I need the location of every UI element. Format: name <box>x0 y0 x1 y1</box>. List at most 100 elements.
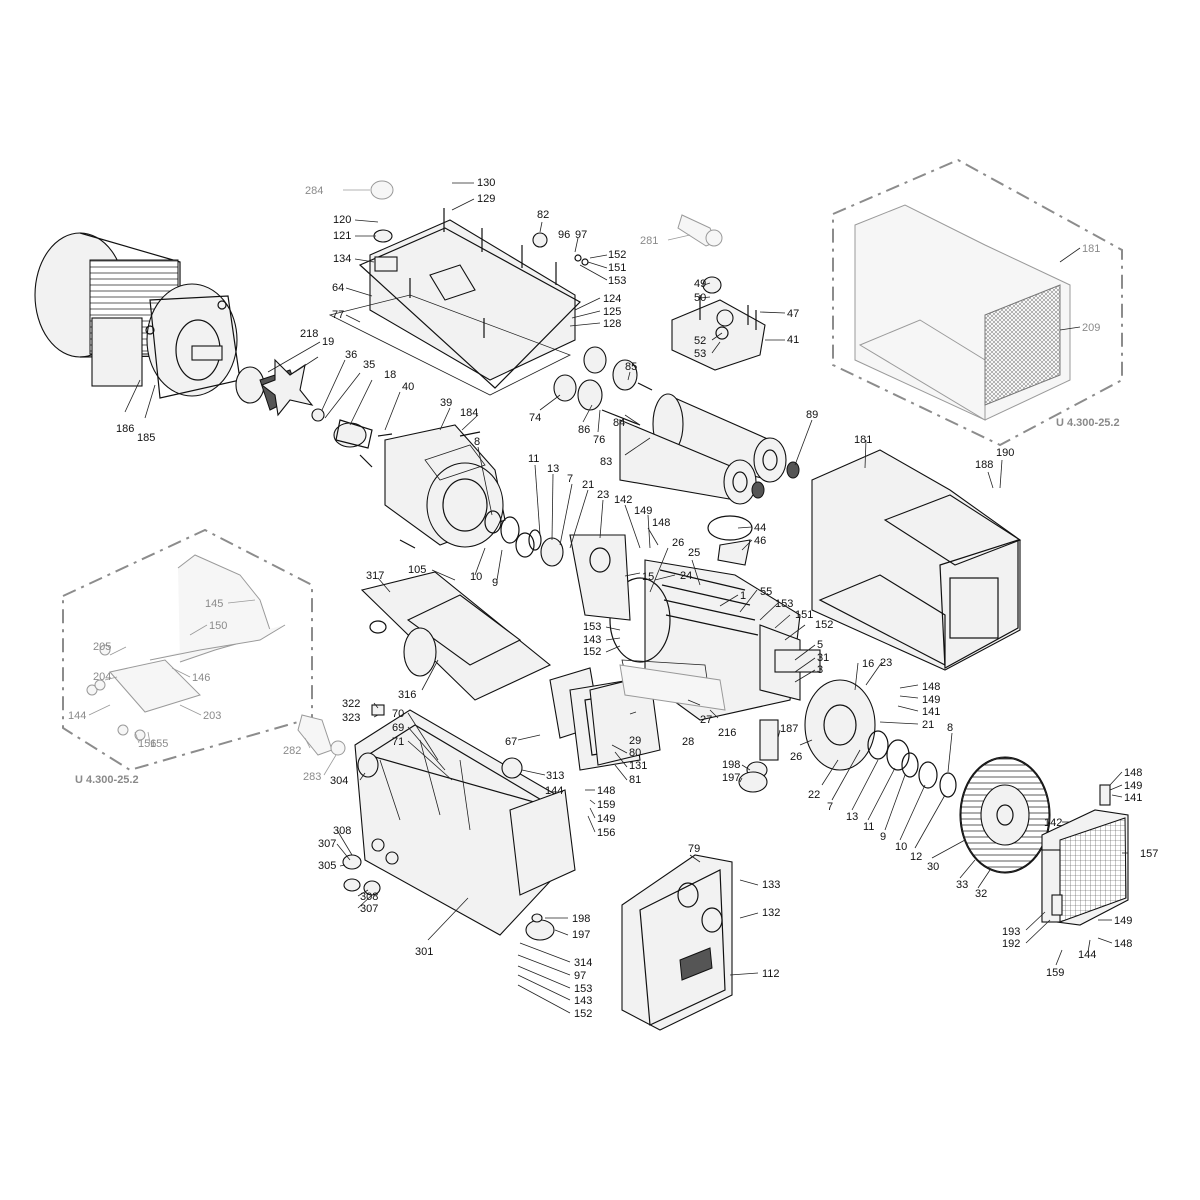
part-label: 198 <box>572 913 590 925</box>
part-label: 143 <box>583 634 601 646</box>
part-label: 13 <box>547 463 559 475</box>
part-label: 313 <box>546 770 564 782</box>
part-label: 216 <box>718 727 736 739</box>
part-label: 71 <box>392 736 404 748</box>
part-label: 145 <box>205 598 223 610</box>
part-label: 9 <box>492 577 498 589</box>
piping-assembly <box>86 554 286 741</box>
part-label: 19 <box>322 336 334 348</box>
part-label: 25 <box>688 547 700 559</box>
part-label: 8 <box>947 722 953 734</box>
part-label: 129 <box>477 193 495 205</box>
part-label: 24 <box>680 570 692 582</box>
part-label: 159 <box>1046 967 1064 979</box>
part-label: 49 <box>694 278 706 290</box>
part-label: 157 <box>1140 848 1158 860</box>
part-label: 96 <box>558 229 570 241</box>
part-label: 141 <box>1124 792 1142 804</box>
part-label: 46 <box>754 535 766 547</box>
part-label: 120 <box>333 214 351 226</box>
part-label: 40 <box>402 381 414 393</box>
top-cover <box>328 180 581 396</box>
part-label: 69 <box>392 722 404 734</box>
part-label: 12 <box>910 851 922 863</box>
part-label: 316 <box>398 689 416 701</box>
side-plates <box>549 664 726 771</box>
relief-valve <box>574 214 723 266</box>
part-label: 152 <box>815 619 833 631</box>
part-label: 148 <box>1114 938 1132 950</box>
part-label: 281 <box>640 235 658 247</box>
coupling-assembly <box>235 358 393 468</box>
part-label: 84 <box>613 417 625 429</box>
part-label: 7 <box>567 473 573 485</box>
part-label: 205 <box>93 641 111 653</box>
part-label: 26 <box>790 751 802 763</box>
part-label: 3 <box>817 664 823 676</box>
reference-upper-right: U 4.300-25.2 <box>1056 417 1120 429</box>
part-label: 304 <box>330 775 348 787</box>
part-label: 23 <box>597 489 609 501</box>
part-label: 149 <box>1124 780 1142 792</box>
part-label: 308 <box>360 891 378 903</box>
part-label: 18 <box>384 369 396 381</box>
part-label: 186 <box>116 423 134 435</box>
part-label: 41 <box>787 334 799 346</box>
part-label: 153 <box>775 598 793 610</box>
part-label: 144 <box>545 785 563 797</box>
reference-frame-enclosure <box>832 158 1123 447</box>
part-label: 77 <box>332 309 344 321</box>
part-label: 150 <box>209 620 227 632</box>
part-label: 144 <box>1078 949 1096 961</box>
part-label: 307 <box>360 903 378 915</box>
part-label: 192 <box>1002 938 1020 950</box>
part-label: 124 <box>603 293 621 305</box>
reference-left: U 4.300-25.2 <box>75 774 139 786</box>
part-label: 305 <box>318 860 336 872</box>
part-label: 141 <box>922 706 940 718</box>
part-label: 148 <box>922 681 940 693</box>
part-label: 307 <box>318 838 336 850</box>
part-labels: 284 130 129 120 121 134 64 77 218 19 36 … <box>68 177 1158 1020</box>
part-label: 29 <box>629 735 641 747</box>
part-label: 197 <box>572 929 590 941</box>
part-label: 156 <box>597 827 615 839</box>
part-label: 52 <box>694 335 706 347</box>
part-label: 5 <box>817 639 823 651</box>
leader-lines <box>88 182 1128 1014</box>
part-label: 149 <box>597 813 615 825</box>
part-label: 21 <box>922 719 934 731</box>
part-label: 133 <box>762 879 780 891</box>
part-label: 55 <box>760 586 772 598</box>
part-label: 53 <box>694 348 706 360</box>
part-label: 81 <box>629 774 641 786</box>
part-label: 15 <box>642 571 654 583</box>
part-label: 152 <box>583 646 601 658</box>
part-label: 76 <box>593 434 605 446</box>
part-label: 10 <box>895 841 907 853</box>
part-label: 33 <box>956 879 968 891</box>
part-label: 181 <box>854 434 872 446</box>
part-label: 149 <box>634 505 652 517</box>
part-label: 8 <box>474 436 480 448</box>
part-label: 184 <box>460 407 478 419</box>
part-label: 148 <box>597 785 615 797</box>
rear-cover <box>621 854 733 1031</box>
part-label: 105 <box>408 564 426 576</box>
valve-block <box>671 276 766 371</box>
electric-motor <box>34 232 241 399</box>
part-label: 188 <box>975 459 993 471</box>
part-label: 28 <box>682 736 694 748</box>
part-label: 151 <box>608 262 626 274</box>
part-label: 142 <box>1044 817 1062 829</box>
part-label: 218 <box>300 328 318 340</box>
part-label: 134 <box>333 253 351 265</box>
part-label: 10 <box>470 571 482 583</box>
part-label: 153 <box>583 621 601 633</box>
part-label: 47 <box>787 308 799 320</box>
part-label: 64 <box>332 282 344 294</box>
part-label: 144 <box>68 710 86 722</box>
part-label: 198 <box>722 759 740 771</box>
